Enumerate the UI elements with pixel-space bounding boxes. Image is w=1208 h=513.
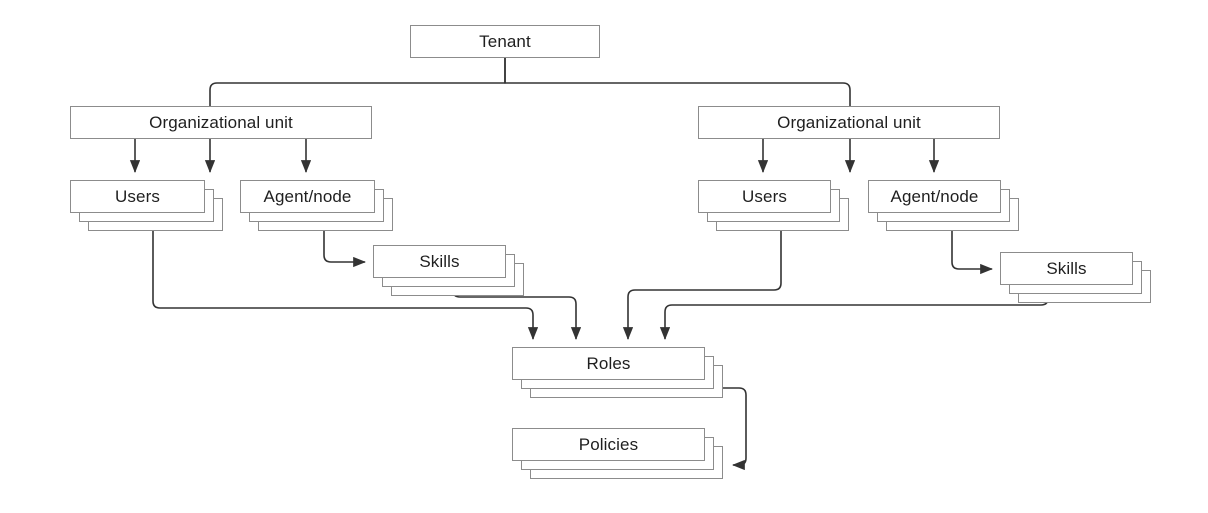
node-org-unit-left[interactable]: Organizational unit xyxy=(70,106,372,139)
node-skills-right[interactable]: Skills xyxy=(1000,252,1151,303)
node-tenant-card: Tenant xyxy=(410,25,600,58)
node-roles[interactable]: Roles xyxy=(512,347,723,398)
node-policies-label: Policies xyxy=(578,435,639,454)
node-agent-node-right[interactable]: Agent/node xyxy=(868,180,1019,231)
node-users-left-label: Users xyxy=(115,187,160,206)
node-policies[interactable]: Policies xyxy=(512,428,723,479)
node-users-left[interactable]: Users xyxy=(70,180,223,231)
node-users-right[interactable]: Users xyxy=(698,180,849,231)
node-users-right-card: Users xyxy=(698,180,831,213)
node-org-unit-left-label: Organizational unit xyxy=(149,113,293,132)
node-skills-left[interactable]: Skills xyxy=(373,245,524,296)
edge-skills-right-to-roles xyxy=(659,297,1049,340)
node-skills-left-card: Skills xyxy=(373,245,506,278)
node-skills-right-card: Skills xyxy=(1000,252,1133,285)
node-agent-node-right-card: Agent/node xyxy=(868,180,1001,213)
node-org-unit-right-card: Organizational unit xyxy=(698,106,1000,139)
node-agent-node-right-label: Agent/node xyxy=(890,187,979,206)
node-tenant-label: Tenant xyxy=(479,32,531,51)
edge-roles-to-policies xyxy=(723,387,747,471)
node-agent-node-left[interactable]: Agent/node xyxy=(240,180,393,231)
edge-users-right-to-roles xyxy=(622,231,782,340)
node-skills-left-label: Skills xyxy=(419,252,460,271)
node-tenant[interactable]: Tenant xyxy=(410,25,600,58)
node-agent-node-left-card: Agent/node xyxy=(240,180,375,213)
node-org-unit-right[interactable]: Organizational unit xyxy=(698,106,1000,139)
node-users-right-label: Users xyxy=(742,187,787,206)
node-org-unit-left-card: Organizational unit xyxy=(70,106,372,139)
edge-agent-node-left-to-skills-left xyxy=(323,231,366,268)
node-agent-node-left-label: Agent/node xyxy=(263,187,352,206)
node-policies-card: Policies xyxy=(512,428,705,461)
node-roles-card: Roles xyxy=(512,347,705,380)
edge-agent-node-right-to-skills-right xyxy=(951,231,993,275)
edge-skills-left-to-roles xyxy=(452,289,582,340)
node-roles-label: Roles xyxy=(586,354,631,373)
node-skills-right-label: Skills xyxy=(1046,259,1087,278)
node-org-unit-right-label: Organizational unit xyxy=(777,113,921,132)
node-users-left-card: Users xyxy=(70,180,205,213)
